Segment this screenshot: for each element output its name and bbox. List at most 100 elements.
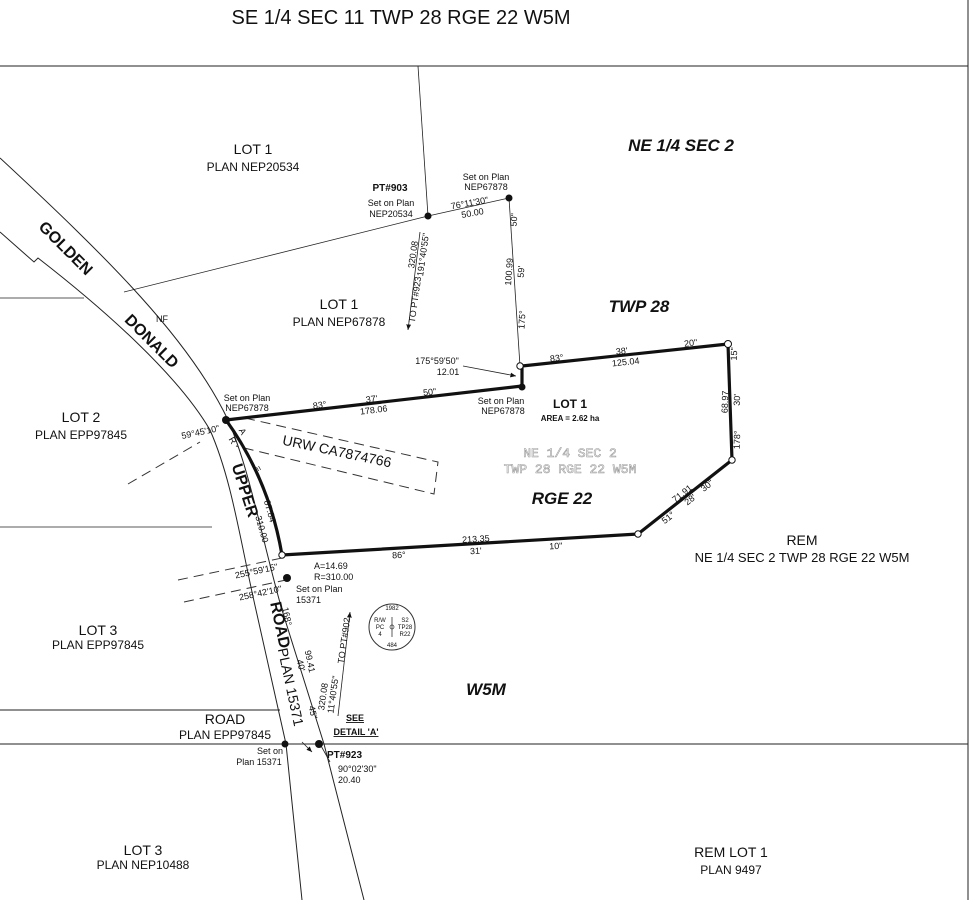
quarter-labels: NE 1/4 SEC 2 TWP 28 RGE 22 W5M NE 1/4 SE… (466, 136, 734, 699)
survey-pins (222, 194, 736, 748)
subject-lot-name: LOT 1 (553, 397, 587, 411)
dim-east-b1: 50" (509, 213, 520, 227)
pin-jog-top (516, 362, 524, 370)
mid-plan: NEP67878 (481, 406, 525, 416)
pt923-dist: 20.40 (338, 775, 361, 785)
lot2-plan: PLAN EPP97845 (35, 428, 127, 442)
dim-arc-a: A (237, 426, 249, 436)
lot3-nep-plan: PLAN NEP10488 (97, 858, 190, 872)
dim-east-b2: 59' (516, 265, 527, 278)
pt923-angle: 90°02'30" (338, 764, 377, 774)
dim-east-b3: 175° (516, 310, 527, 330)
dim-dist-top: 50.00 (461, 206, 485, 220)
monument-s2: S2 (401, 618, 409, 624)
monument-rw: R/W (374, 618, 386, 624)
dim-road-168: 168° (280, 606, 294, 627)
pin-jog-bottom (518, 383, 526, 391)
ghost-label-1: NE 1/4 SEC 2 (523, 446, 617, 461)
monument-pc: PC (376, 625, 385, 631)
dim-ang-255: 255°59'15" (234, 562, 279, 581)
pt903-set: Set on Plan (368, 198, 415, 208)
road-parcel-name: ROAD (205, 711, 245, 727)
pt903-label: PT#903 (372, 183, 407, 194)
see-detail-note: SEE DETAIL 'A' (334, 713, 379, 737)
mer-label: W5M (466, 680, 507, 699)
rem-desc: NE 1/4 SEC 2 TWP 28 RGE 22 W5M (695, 550, 910, 565)
road-donald: DONALD (121, 312, 181, 372)
dim-south-dist: 213.35 (462, 533, 490, 544)
pin-ne-corner (724, 340, 732, 348)
dim-east-side-dist: 68.97 (720, 390, 731, 413)
mid-set: Set on Plan (478, 396, 525, 406)
p15371-plan: 15371 (296, 595, 321, 605)
plan-title: SE 1/4 SEC 11 TWP 28 RGE 22 W5M (231, 7, 570, 29)
dim-east-seg: 100.99 (503, 258, 515, 286)
dim-se-deg: 51° (660, 509, 677, 526)
tie-lines (301, 231, 517, 763)
road-right-of-way (0, 157, 365, 900)
pin-sw-corner (278, 551, 286, 559)
dim-tie-note: TO PT#923 (407, 276, 423, 323)
dim-south-min: 31' (470, 546, 483, 557)
dim-curve-r: R=310.00 (314, 572, 353, 582)
dim-wn-sec: 50" (422, 386, 436, 398)
p15371b-set: Set on (257, 746, 283, 756)
pin-e-corner (728, 456, 736, 464)
dim-tie2-brg: 11°40'55" (325, 675, 340, 714)
urw-easement (127, 417, 439, 603)
top-set: Set on Plan (463, 172, 510, 182)
lot2-name: LOT 2 (62, 409, 101, 425)
ne-sec2-label: NE 1/4 SEC 2 (628, 136, 734, 155)
lot1-nep67878-name: LOT 1 (320, 296, 359, 312)
left-plan: NEP67878 (225, 403, 269, 413)
dimension-labels: 76°11'30" 50.00 320.08 191°40'55" TO PT#… (156, 195, 742, 720)
rem-lot1-plan: PLAN 9497 (700, 863, 762, 877)
see-line1: SEE (346, 713, 364, 723)
dim-jog-angle: 175°59'50" (415, 356, 459, 366)
pin-w-corner (222, 416, 230, 424)
dim-tie2-dist: 320.08 (316, 682, 330, 711)
lot3-nep-name: LOT 3 (124, 842, 163, 858)
pin-nep67878-top (505, 194, 513, 202)
road-parcel-plan: PLAN EPP97845 (179, 728, 271, 742)
twp-label: TWP 28 (609, 297, 670, 316)
monument-r22: R22 (399, 632, 411, 638)
monument-top: 1982 (385, 606, 399, 612)
dim-south-deg: 86° (392, 550, 407, 561)
lot1-nep67878-plan: PLAN NEP67878 (293, 315, 386, 329)
dim-east-side-deg: 178° (732, 430, 743, 449)
subject-area: AREA = 2.62 ha (541, 414, 600, 423)
dim-road-45: 45" (307, 705, 320, 720)
ghost-label-2: TWP 28 RGE 22 W5M (504, 462, 637, 477)
pt923-label: PT#923 (327, 750, 362, 761)
pin-se-corner (634, 530, 642, 538)
dim-arc-r: R (227, 435, 239, 446)
lot3-epp-name: LOT 3 (79, 622, 118, 638)
dim-west-angle: 59°45'10" (180, 423, 220, 441)
dim-curve-a: A=14.69 (314, 561, 348, 571)
dim-wn-deg: 83° (312, 399, 327, 411)
dim-tie2-note: TO PT#902 (336, 617, 352, 664)
see-line2: DETAIL 'A' (334, 727, 379, 737)
p15371-set: Set on Plan (296, 584, 343, 594)
parcel-labels: LOT 1 PLAN NEP20534 LOT 1 PLAN NEP67878 … (35, 141, 909, 877)
urw-label: URW CA7874766 (281, 432, 393, 471)
monument-symbol: 1982 R/W PC 4 S2 TP28 R22 484 (368, 603, 416, 651)
monument-tp: TP28 (398, 625, 413, 631)
dim-east-side-min: 30' (732, 394, 742, 406)
pin-15371 (283, 574, 291, 582)
pin-pt903 (424, 212, 432, 220)
dim-road-40: 40' (295, 659, 307, 673)
dim-east-side-sec: 15" (729, 347, 739, 361)
top-plan: NEP67878 (464, 182, 508, 192)
p15371b-plan: Plan 15371 (236, 757, 282, 767)
rem-name: REM (786, 532, 817, 548)
lot1-nep20534-plan: PLAN NEP20534 (207, 160, 300, 174)
lot3-epp-plan: PLAN EPP97845 (52, 638, 144, 652)
dim-arc-eq: = (253, 464, 264, 474)
rem-lot1-name: REM LOT 1 (694, 844, 768, 860)
monument-four: 4 (378, 632, 382, 638)
dim-road-99: 99.41 (303, 649, 317, 673)
dim-tie-dist: 320.08 (406, 240, 420, 269)
